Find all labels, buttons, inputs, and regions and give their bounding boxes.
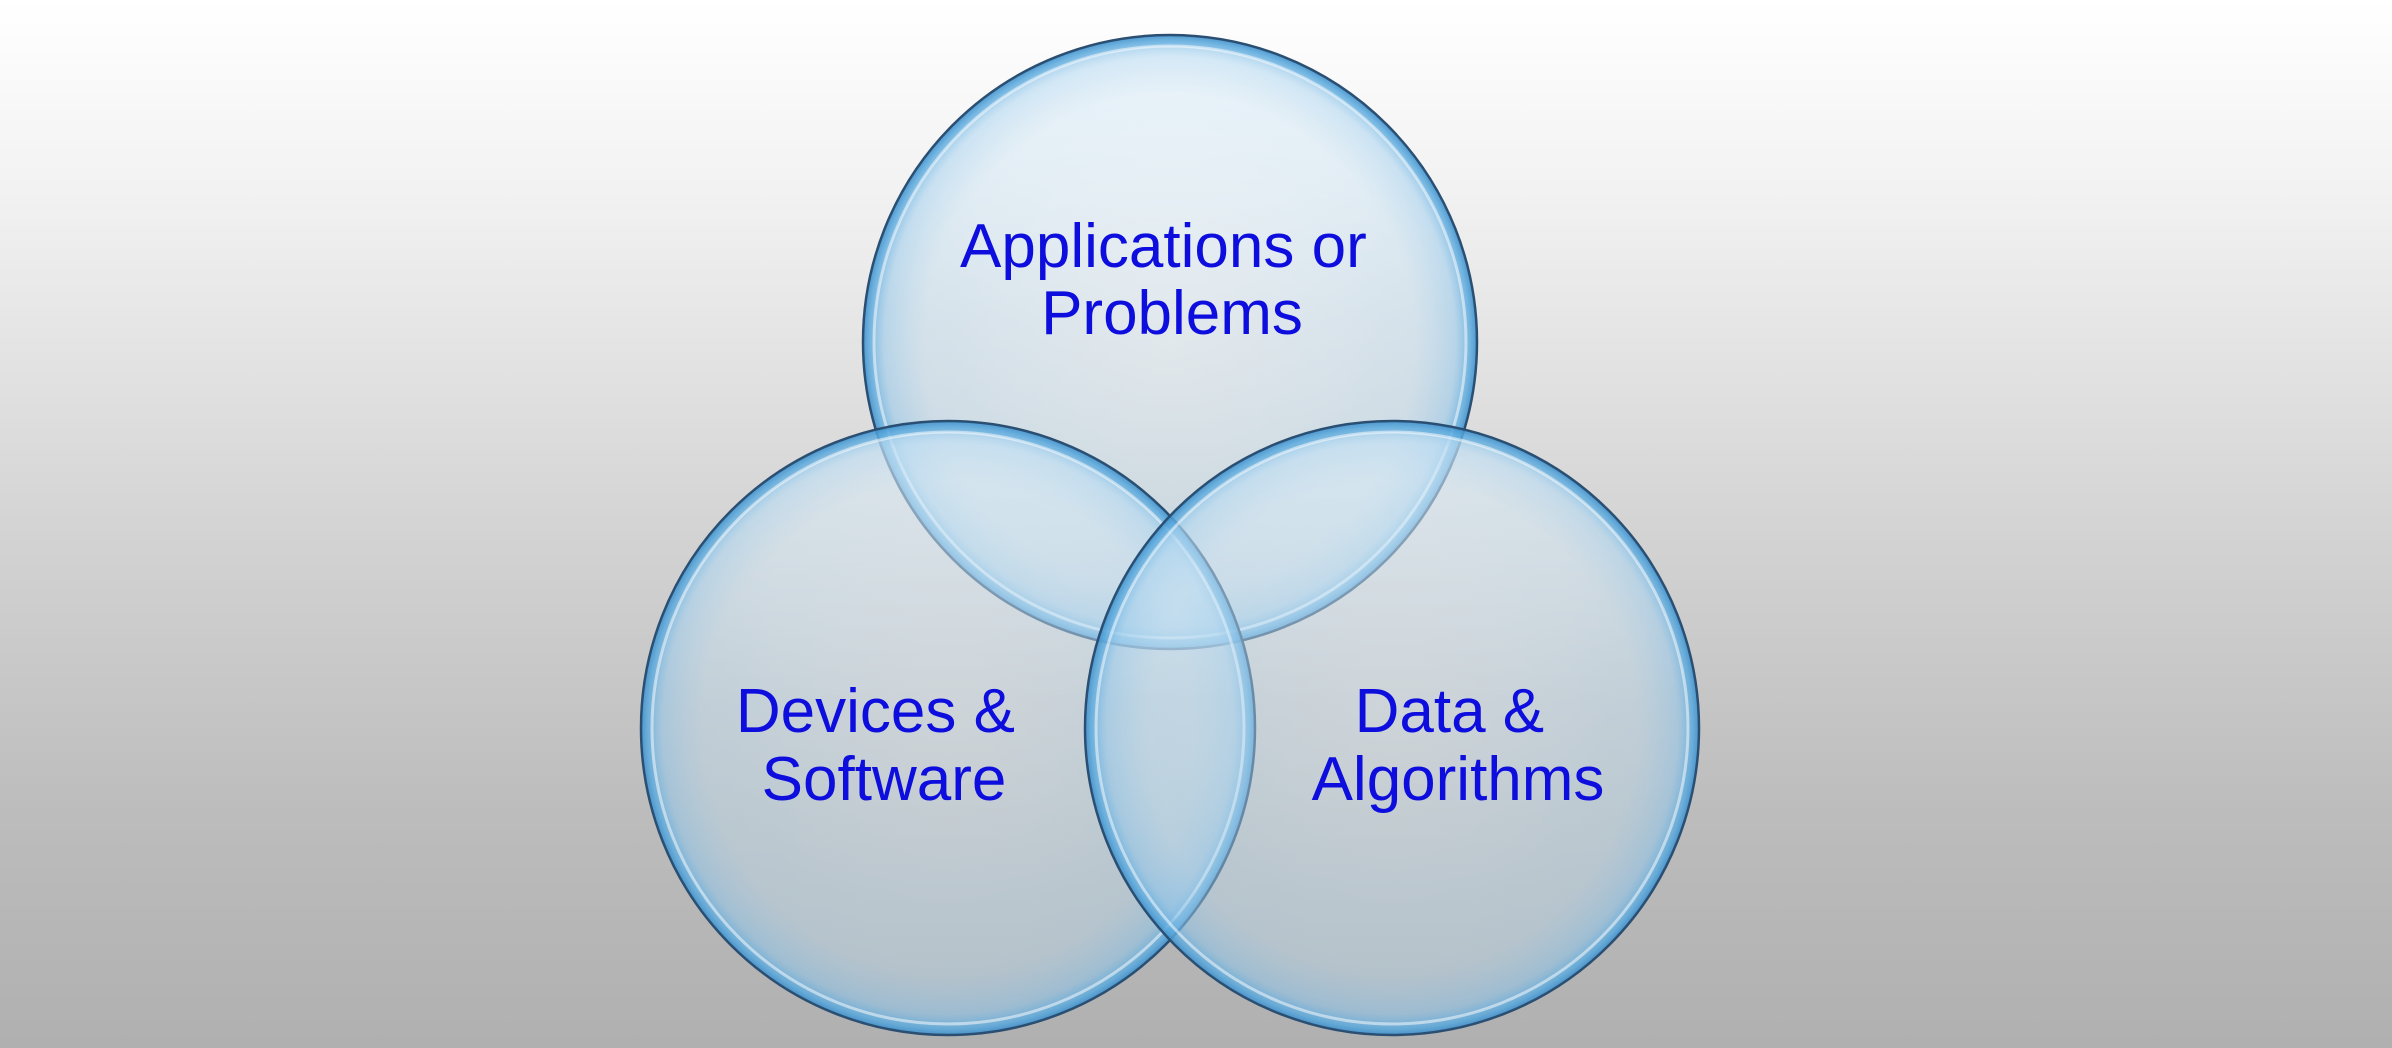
circle-data-gloss [1094, 430, 1690, 1026]
label-applications-line2: Problems [1041, 279, 1303, 348]
label-devices-line1: Devices & [736, 677, 1015, 746]
label-data: Data & Algorithms [1312, 677, 1605, 814]
label-data-line2: Algorithms [1312, 745, 1605, 814]
label-applications: Applications or Problems [960, 212, 1384, 348]
label-devices-line2: Software [762, 745, 1007, 814]
label-data-line1: Data & [1355, 677, 1545, 746]
label-applications-line1: Applications or [960, 212, 1367, 281]
label-devices: Devices & Software [736, 677, 1032, 814]
circle-data-group [1083, 419, 1701, 1037]
